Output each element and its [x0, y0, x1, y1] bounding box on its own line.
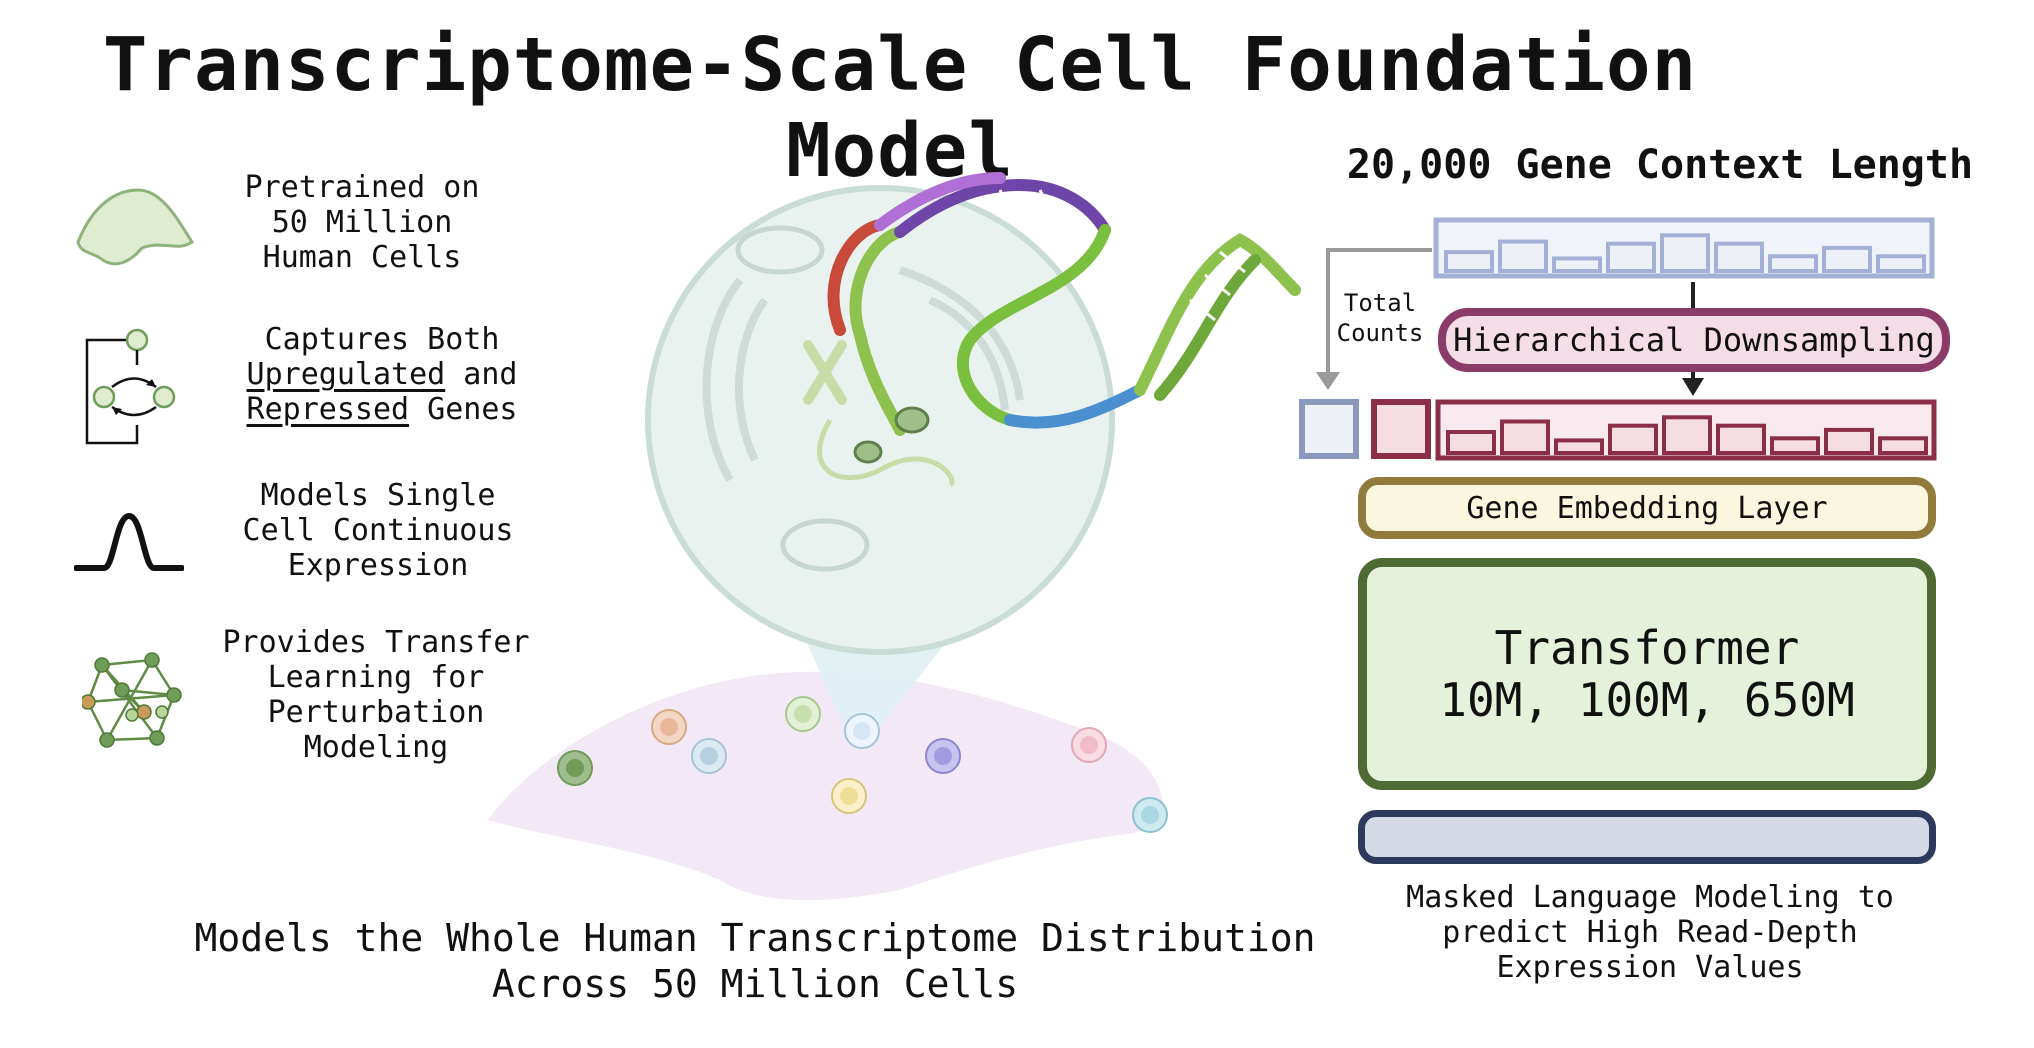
- output-vector-bar: [1554, 438, 1604, 455]
- input-vector-bar: [1606, 241, 1656, 273]
- input-vector-bar: [1714, 241, 1764, 273]
- target-counts-box: [1371, 399, 1431, 459]
- transformer-label: Transformer: [1494, 621, 1800, 675]
- output-vector-bar: [1446, 430, 1496, 455]
- transformer-box: Transformer 10M, 100M, 650M: [1358, 558, 1936, 790]
- bottom-caption: Models the Whole Human Transcriptome Dis…: [194, 916, 1316, 1006]
- mlm-output-bar: [1358, 810, 1936, 864]
- total-counts-box: [1299, 399, 1359, 459]
- hierarchical-downsampling-box: Hierarchical Downsampling: [1438, 308, 1950, 372]
- output-vector-bar: [1716, 423, 1766, 456]
- cell-shape-icon: [76, 188, 195, 266]
- input-vector-bar: [1768, 254, 1818, 273]
- output-vector-bar: [1608, 423, 1658, 456]
- tissue-cells: [557, 696, 1168, 833]
- input-vector-bar: [1876, 254, 1926, 273]
- input-expression-vector: [1433, 217, 1935, 279]
- page-title: Transcriptome-Scale Cell Foundation Mode…: [102, 22, 1698, 194]
- regulation-network-icon: [85, 328, 176, 445]
- gene-embedding-layer-box: Gene Embedding Layer: [1358, 477, 1936, 539]
- input-vector-bar: [1822, 245, 1872, 273]
- context-length-title: 20,000 Gene Context Length: [1346, 142, 1974, 188]
- input-vector-bar: [1660, 233, 1710, 274]
- gene-embedding-layer-label: Gene Embedding Layer: [1466, 490, 1828, 526]
- transformer-sizes-label: 10M, 100M, 650M: [1439, 673, 1855, 727]
- input-vector-bar: [1552, 256, 1602, 273]
- input-vector-bar: [1444, 250, 1494, 274]
- input-vector-bar: [1498, 239, 1548, 274]
- feature-regulation-text: Captures Both Upregulated and Repressed …: [246, 322, 518, 427]
- output-vector-bar: [1770, 436, 1820, 455]
- bell-curve-icon: [74, 512, 184, 571]
- output-vector-bar: [1500, 419, 1550, 455]
- output-vector-bar: [1878, 436, 1928, 455]
- output-vector-bar: [1662, 415, 1712, 455]
- gene-network-icon: [82, 652, 182, 748]
- output-vector-bar: [1824, 427, 1874, 455]
- hierarchical-downsampling-label: Hierarchical Downsampling: [1453, 321, 1935, 359]
- downsampled-expression-vector: [1435, 399, 1937, 461]
